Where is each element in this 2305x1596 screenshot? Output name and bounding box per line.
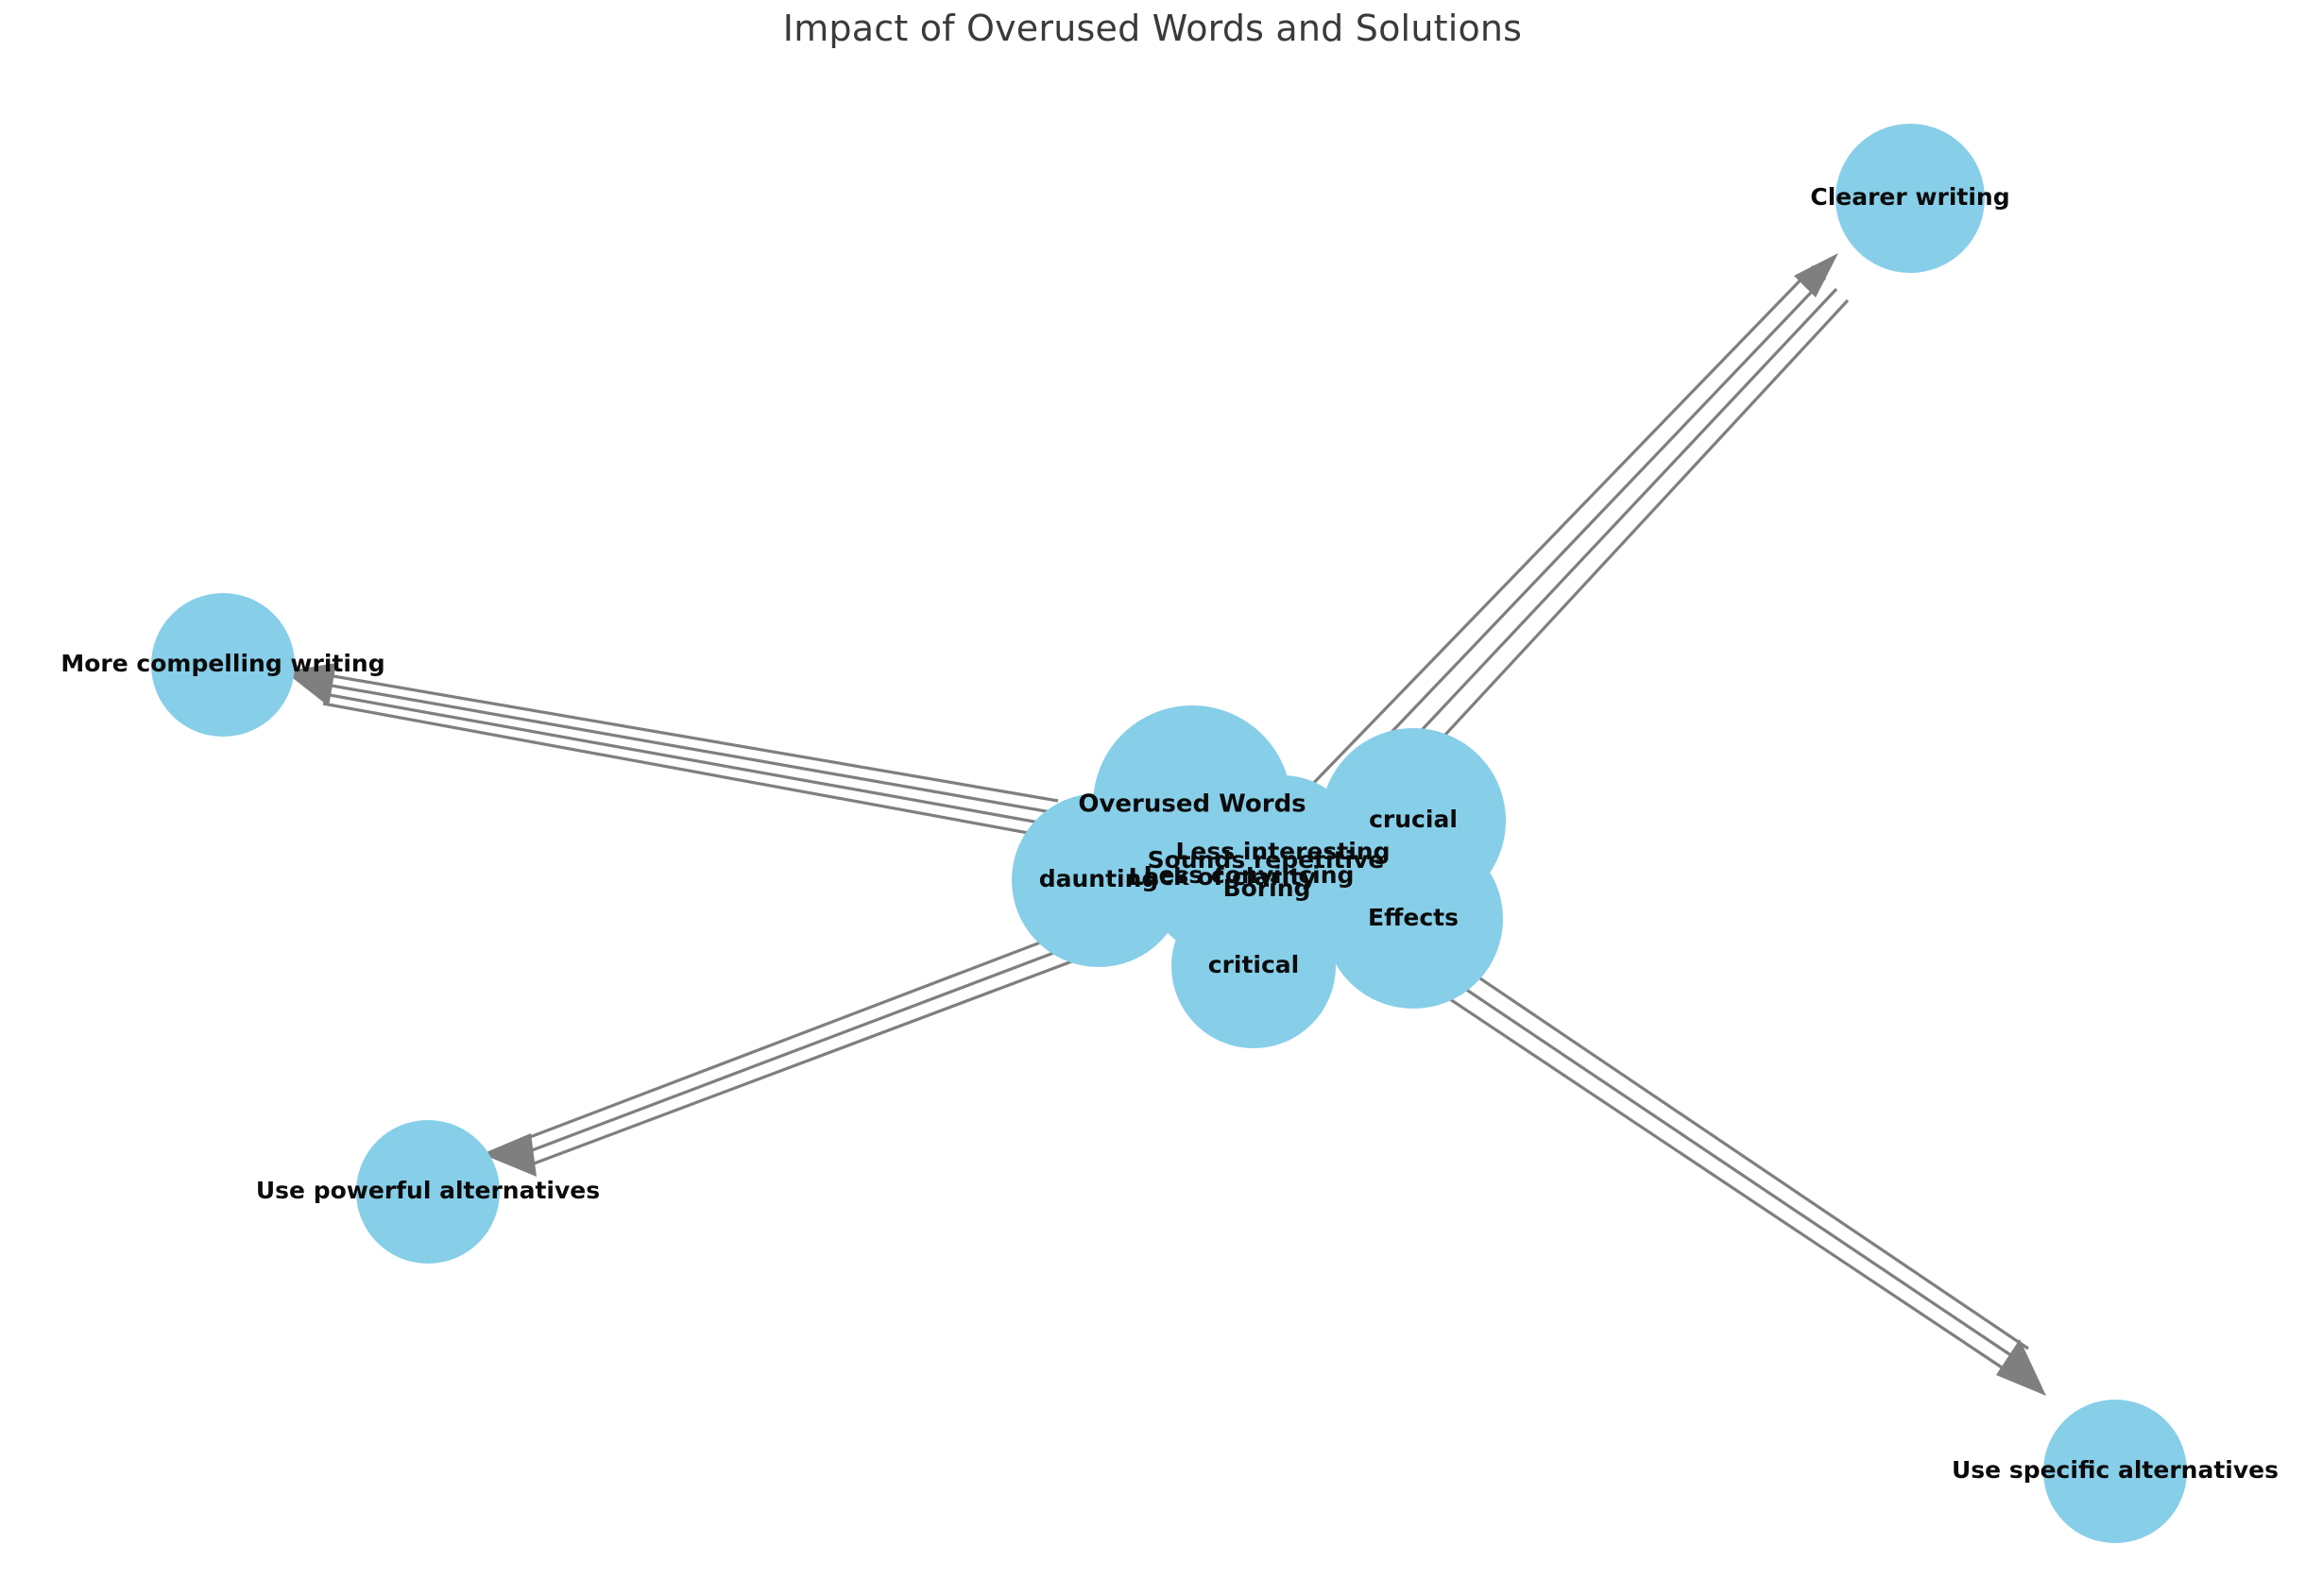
- solution-node-layer: Clearer writing More compelling writing …: [60, 124, 2279, 1543]
- edge-group-to-use-powerful-alternatives: [482, 912, 1138, 1177]
- node-label-daunting: daunting: [1039, 865, 1159, 892]
- node-use-powerful-alternatives[interactable]: Use powerful alternatives: [256, 1120, 600, 1264]
- node-circle-clearer-writing[interactable]: [1835, 124, 1985, 273]
- node-circle-critical[interactable]: [1171, 884, 1336, 1048]
- node-label-less-convincing: Less convincing: [1144, 861, 1355, 889]
- arrowhead-more-compelling-writing: [284, 663, 336, 706]
- node-circle-effects[interactable]: [1323, 829, 1503, 1009]
- node-label-more-compelling-writing: More compelling writing: [60, 650, 384, 677]
- edge-critical-to-use-powerful-alternatives: [528, 935, 1138, 1167]
- edge-group-to-more-compelling-writing: [284, 663, 1070, 842]
- node-circle-use-powerful-alternatives[interactable]: [356, 1120, 500, 1264]
- node-label-overused-words: Overused Words: [1078, 790, 1306, 819]
- node-label-lack-of-clarity: Lack of clarity: [1128, 863, 1316, 891]
- edge-critical-to-more-compelling-writing: [318, 691, 1067, 829]
- edge-crucial-to-more-compelling-writing: [315, 681, 1063, 816]
- edge-overused-words-to-clearer-writing: [1302, 264, 1816, 795]
- arrowhead-use-specific-alternatives: [1996, 1339, 2046, 1396]
- edge-effects-to-use-specific-alternatives: [1367, 942, 2008, 1373]
- central-cluster-label-layer: Overused Words crucial daunting Less int…: [1039, 790, 1459, 979]
- node-label-use-specific-alternatives: Use specific alternatives: [1952, 1456, 2279, 1484]
- node-label-use-powerful-alternatives: Use powerful alternatives: [256, 1177, 600, 1204]
- node-circle-daunting[interactable]: [1012, 793, 1186, 967]
- node-label-clearer-writing: Clearer writing: [1810, 183, 2009, 211]
- edge-overused-words-to-use-powerful-alternatives: [509, 912, 1116, 1146]
- node-label-critical: critical: [1208, 951, 1300, 978]
- node-circle-use-specific-alternatives[interactable]: [2043, 1400, 2187, 1543]
- edge-crucial-to-clearer-writing: [1317, 276, 1827, 810]
- edge-crucial-to-use-powerful-alternatives: [519, 924, 1127, 1157]
- edge-group-to-use-specific-alternatives: [1367, 916, 2046, 1396]
- node-clearer-writing[interactable]: Clearer writing: [1810, 124, 2010, 273]
- node-label-boring: Boring: [1223, 874, 1311, 902]
- edge-critical-to-use-specific-alternatives: [1390, 916, 2029, 1350]
- edge-overused-words-to-more-compelling-writing: [311, 671, 1059, 803]
- node-use-specific-alternatives[interactable]: Use specific alternatives: [1952, 1400, 2279, 1543]
- edge-crucial-to-use-specific-alternatives: [1378, 929, 2019, 1362]
- arrowhead-use-powerful-alternatives: [482, 1133, 537, 1177]
- page-title: Impact of Overused Words and Solutions: [782, 8, 1523, 49]
- node-label-less-interesting: Less interesting: [1175, 838, 1390, 865]
- edge-daunting-to-more-compelling-writing: [322, 702, 1070, 842]
- arrowhead-clearer-writing: [1794, 253, 1838, 297]
- node-label-effects: Effects: [1368, 904, 1459, 931]
- central-cluster-circle-layer: [1012, 705, 1506, 1048]
- node-circle-more-compelling-writing[interactable]: [151, 593, 295, 737]
- node-label-sounds-repetitive: Sounds repetitive: [1148, 846, 1385, 874]
- node-more-compelling-writing[interactable]: More compelling writing: [60, 593, 385, 737]
- node-label-crucial: crucial: [1369, 806, 1458, 833]
